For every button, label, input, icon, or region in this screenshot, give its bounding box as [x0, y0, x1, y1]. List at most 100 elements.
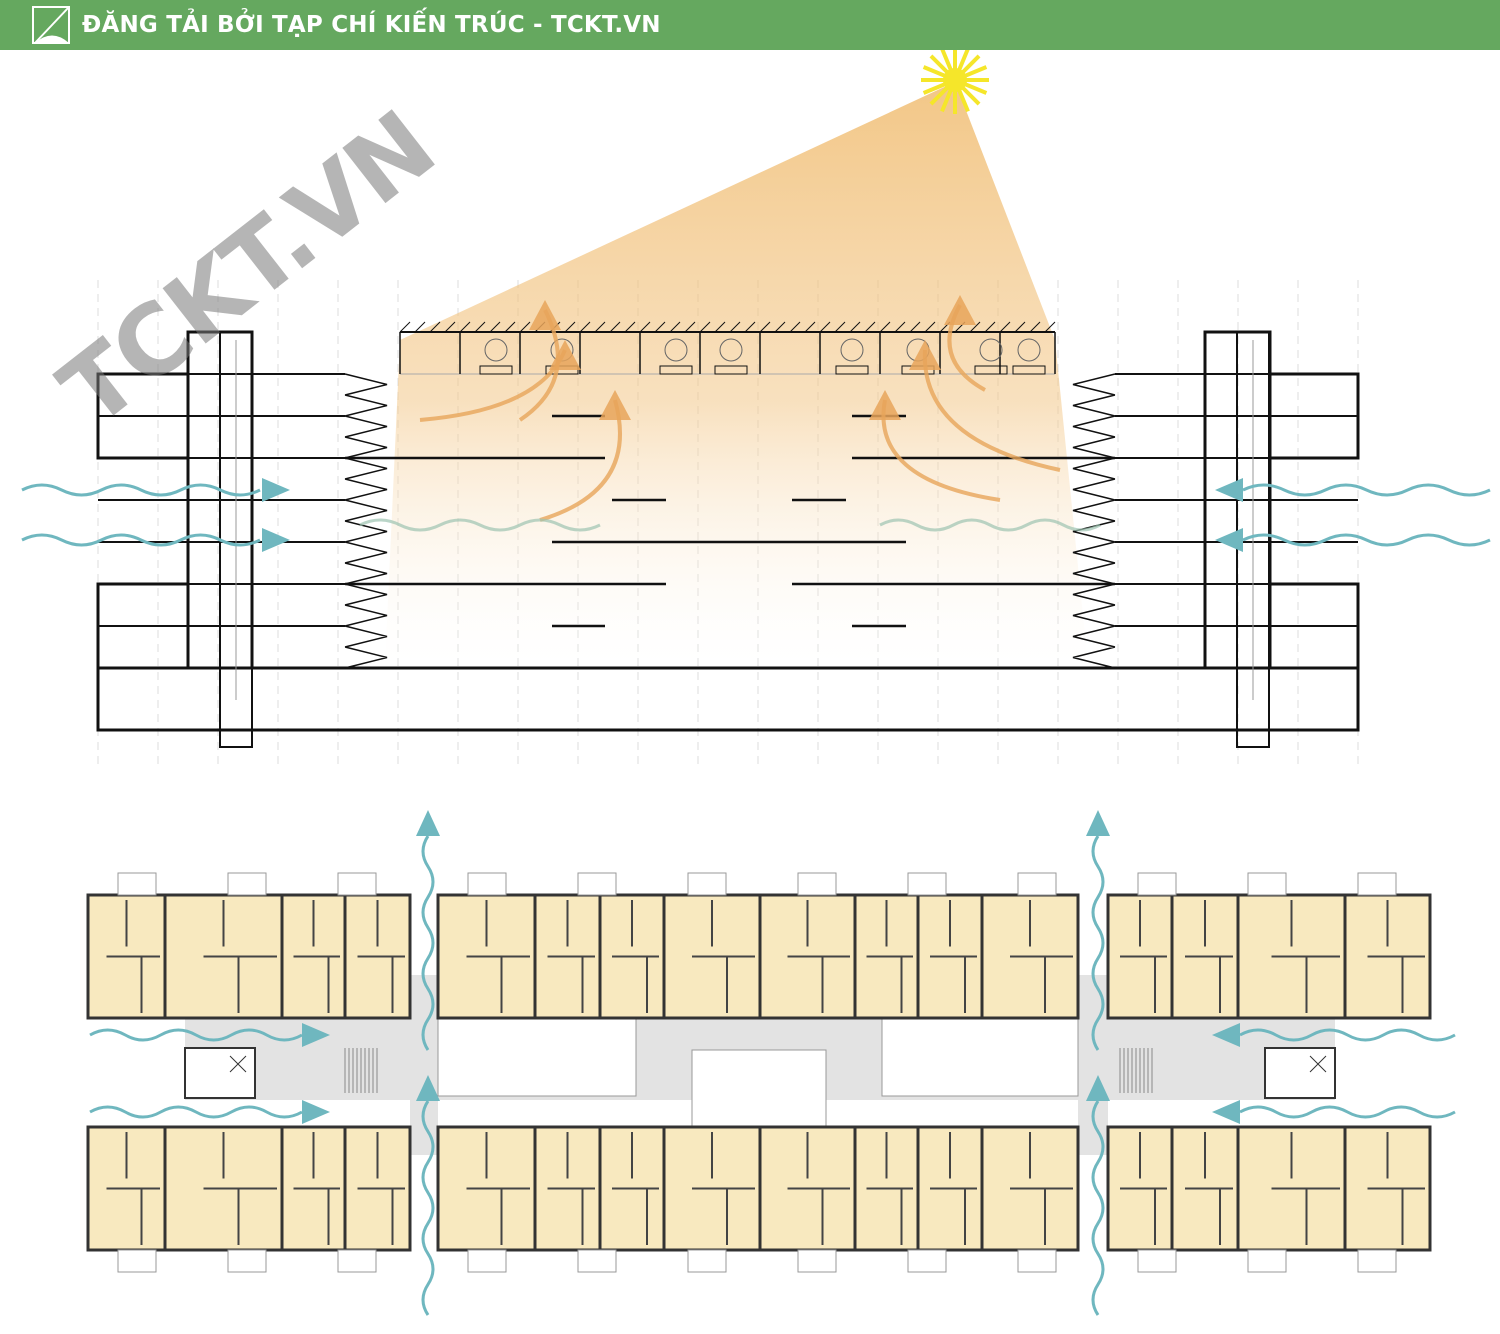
balcony	[907, 872, 947, 896]
header-bar: ĐĂNG TẢI BỞI TẠP CHÍ KIẾN TRÚC - TCKT.VN	[0, 0, 1500, 50]
pergola-rafter	[804, 321, 816, 333]
ground-floor	[96, 666, 1360, 732]
wind-path	[21, 533, 261, 547]
balcony	[117, 872, 157, 896]
pergola-rafter	[879, 321, 891, 333]
pergola-rafter	[414, 321, 426, 333]
interior-wall	[787, 900, 850, 1013]
balcony	[1137, 1249, 1177, 1273]
interior-wall	[866, 900, 913, 1013]
balcony	[467, 872, 507, 896]
interior-wall	[106, 900, 160, 1013]
wind-path	[359, 518, 601, 532]
pergola-rafter	[684, 321, 696, 333]
floor-plan	[86, 872, 1432, 1273]
balcony	[907, 1249, 947, 1273]
interior-wall	[1185, 900, 1233, 1013]
interior-wall	[203, 900, 277, 1013]
interior-wall	[866, 1132, 913, 1245]
balcony	[687, 1249, 727, 1273]
pergola-rafter	[444, 321, 456, 333]
tree-icon	[840, 338, 864, 362]
wind-path	[1091, 835, 1105, 1051]
warm-air-arrowhead	[944, 295, 976, 325]
stair-zigzag	[1072, 373, 1116, 669]
interior-wall	[930, 900, 977, 1013]
warm-air-path	[922, 349, 1061, 472]
pergola-rafter	[864, 321, 876, 333]
interior-wall	[547, 1132, 595, 1245]
pergola-rafter	[624, 321, 636, 333]
wind-arrowhead	[1212, 1100, 1240, 1124]
interior-wall	[293, 900, 340, 1013]
interior-wall	[692, 1132, 755, 1245]
planter	[974, 365, 1008, 375]
balcony	[797, 1249, 837, 1273]
pergola-rafter	[789, 321, 801, 333]
pergola-rafter	[984, 321, 996, 333]
pergola-rafter	[819, 321, 831, 333]
balcony	[1357, 1249, 1397, 1273]
balcony	[577, 1249, 617, 1273]
planter	[479, 365, 513, 375]
architecture-diagram	[21, 50, 1491, 1316]
balcony	[577, 872, 617, 896]
balcony	[1137, 872, 1177, 896]
interior-wall	[1010, 900, 1073, 1013]
balcony	[1247, 1249, 1287, 1273]
pergola-rafter	[1044, 321, 1056, 333]
pergola-rafter	[894, 321, 906, 333]
balcony	[337, 872, 377, 896]
stair-zigzag	[344, 373, 388, 669]
sun-core	[943, 68, 967, 92]
interior-wall	[1271, 1132, 1340, 1245]
pergola-rafter	[504, 321, 516, 333]
balcony	[337, 1249, 377, 1273]
pergola-rafter	[489, 321, 501, 333]
interior-wall	[357, 1132, 405, 1245]
wind-path	[1239, 1028, 1456, 1042]
interior-wall	[787, 1132, 850, 1245]
tree-icon	[719, 338, 743, 362]
warm-air-arrowhead	[869, 390, 901, 420]
planter	[835, 365, 869, 375]
wind-arrowhead	[416, 1075, 440, 1101]
pergola-rafter	[1029, 321, 1041, 333]
interior-wall	[1010, 1132, 1073, 1245]
pergola-rafter	[909, 321, 921, 333]
wind-path	[1091, 1100, 1105, 1316]
wind-arrowhead	[302, 1100, 330, 1124]
wind-arrows	[21, 478, 1491, 1316]
pergola-rafter	[699, 321, 711, 333]
tree-icon	[484, 338, 508, 362]
wind-arrowhead	[1212, 1023, 1240, 1047]
pergola-rafter	[639, 321, 651, 333]
interior-wall	[1120, 900, 1167, 1013]
balcony	[117, 1249, 157, 1273]
pergola-rafter	[609, 321, 621, 333]
pergola-rafter	[849, 321, 861, 333]
elevator-icon	[1309, 1055, 1327, 1073]
warm-air-arrowhead	[549, 340, 581, 370]
pergola-rafter	[474, 321, 486, 333]
wind-arrowhead	[1215, 528, 1243, 552]
pergola-rafter	[594, 321, 606, 333]
tree-icon	[979, 338, 1003, 362]
wind-arrowhead	[302, 1023, 330, 1047]
wind-path	[421, 1100, 435, 1316]
header-title: ĐĂNG TẢI BỞI TẠP CHÍ KIẾN TRÚC - TCKT.VN	[82, 12, 661, 38]
wind-arrowhead	[416, 810, 440, 836]
elevator-icon	[229, 1055, 247, 1073]
wind-path	[879, 518, 1101, 532]
interior-wall	[203, 1132, 277, 1245]
sun-icon	[921, 50, 989, 114]
tree-icon	[664, 338, 688, 362]
balcony	[797, 872, 837, 896]
interior-wall	[1271, 900, 1340, 1013]
pergola-rafter	[669, 321, 681, 333]
interior-wall	[357, 900, 405, 1013]
balcony	[1017, 872, 1057, 896]
wind-path	[1242, 533, 1491, 547]
interior-wall	[547, 900, 595, 1013]
interior-wall	[1185, 1132, 1233, 1245]
